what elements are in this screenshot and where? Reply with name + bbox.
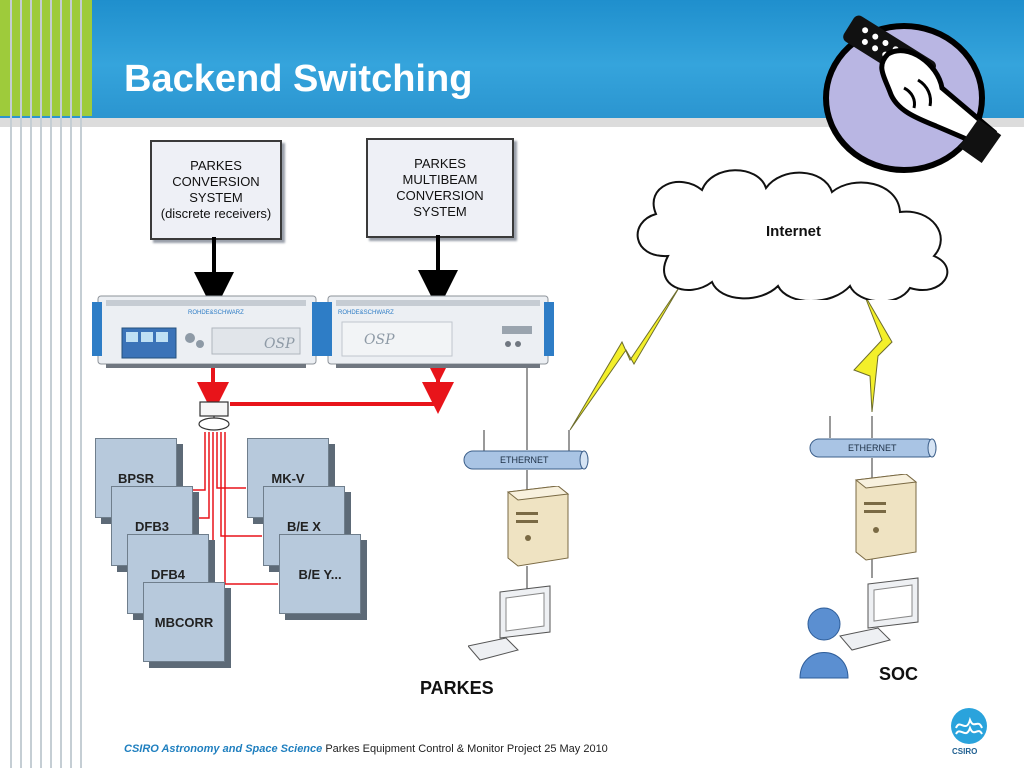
parkes-workstation-icon [468,486,570,661]
multibeam-line-2: MULTIBEAM [402,172,478,187]
backend-be-y: B/E Y... [279,534,361,614]
header-divider [0,118,1024,127]
multibeam-line-4: SYSTEM [413,204,467,219]
backend-label: BPSR [117,471,155,486]
conversion-line-3: SYSTEM [189,190,243,205]
backend-label: DFB4 [151,567,185,582]
ethernet-bus-parkes: ETHERNET [463,450,589,470]
csiro-logo: CSIRO [951,708,987,756]
device-brand-label: ROHDE&SCHWARZ [188,310,244,316]
backend-label: DFB3 [135,519,169,534]
footer-organization: CSIRO Astronomy and Space Science [124,743,323,755]
device-brand-label-2: ROHDE&SCHWARZ [338,310,394,316]
backend-label: MK-V [271,471,305,486]
device-osp-label: OSP [264,336,295,352]
soc-workstation-icon [799,474,919,679]
backend-label: MBCORR [154,615,214,630]
conversion-line-2: CONVERSION [172,174,260,189]
rack-unit-left: ROHDE&SCHWARZ OSP [92,295,322,368]
ethernet-label-parkes: ETHERNET [500,455,549,465]
parkes-multibeam-box: PARKES MULTIBEAM CONVERSION SYSTEM [366,138,514,238]
remote-control-hand-icon [823,15,1002,173]
backend-be-x: B/E X [263,486,345,566]
conversion-line-4: (discrete receivers) [160,206,272,221]
accent-block [0,0,92,116]
footer: CSIRO Astronomy and Space Science Parkes… [124,743,608,755]
conversion-line-1: PARKES [190,158,242,173]
footer-project: Parkes Equipment Control & Monitor Proje… [325,743,608,755]
backend-mbcorr: MBCORR [143,582,225,662]
ethernet-label-soc: ETHERNET [848,443,897,453]
ethernet-bus-soc: ETHERNET [809,438,937,458]
slide-title: Backend Switching [124,58,473,100]
parkes-label: PARKES [420,678,494,698]
backend-label: B/E Y... [298,567,342,582]
rack-unit-right: ROHDE&SCHWARZ OSP [322,295,554,368]
multibeam-line-3: CONVERSION [396,188,484,203]
device-osp-label-2: OSP [364,332,395,348]
parkes-conversion-system-box: PARKES CONVERSION SYSTEM (discrete recei… [150,140,282,240]
internet-cloud-icon: Internet [636,169,949,300]
multibeam-line-1: PARKES [414,156,466,171]
soc-label: SOC [879,664,919,684]
csiro-logo-text: CSIRO [952,747,977,756]
internet-label: Internet [766,223,821,240]
backend-label: B/E X [287,519,321,534]
